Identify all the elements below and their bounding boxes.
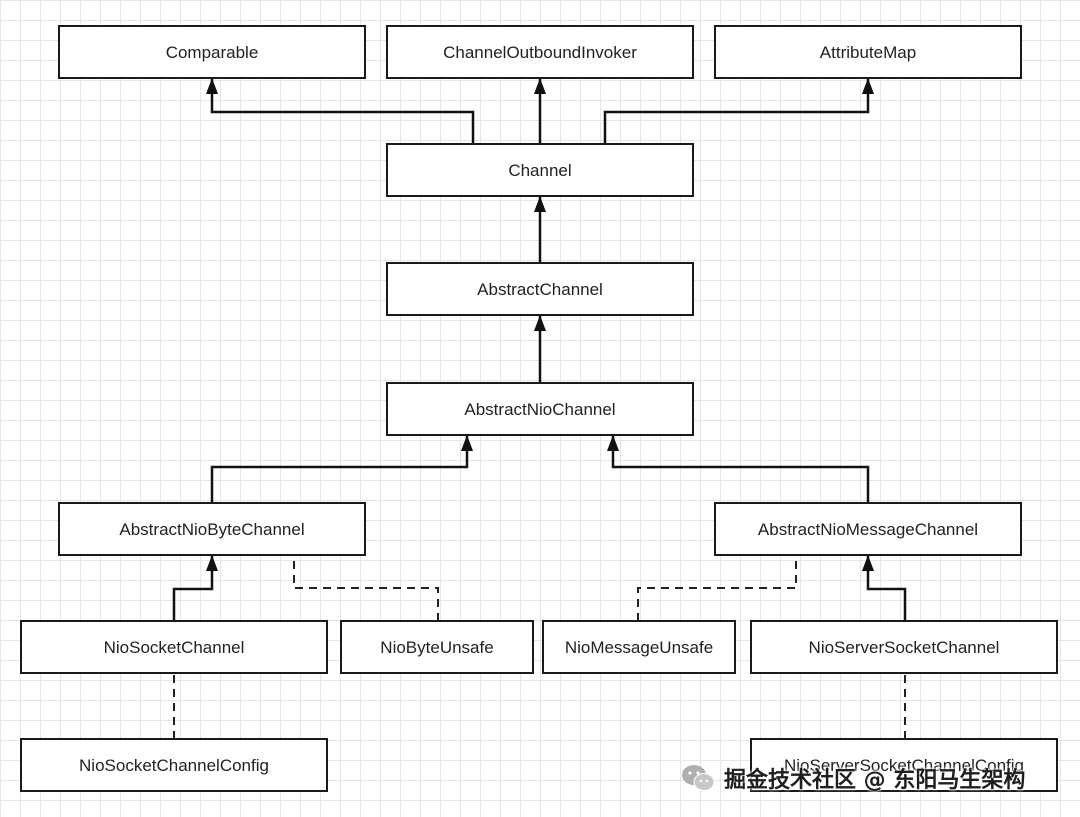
node-label: Comparable xyxy=(166,43,259,62)
node-abstract-nio-byte-channel: AbstractNioByteChannel xyxy=(58,502,366,556)
node-nio-message-unsafe: NioMessageUnsafe xyxy=(542,620,736,674)
arrowhead-abstract-nio-channel-to-abstract-channel xyxy=(534,315,546,331)
node-abstract-nio-channel: AbstractNioChannel xyxy=(386,382,694,436)
arrowhead-nio-server-socket-channel-to-abstract-nio-message-channel xyxy=(862,555,874,571)
node-label: Channel xyxy=(508,161,571,180)
watermark: 掘金技术社区 @ 东阳马生架构 xyxy=(680,756,1025,800)
edges-layer xyxy=(172,78,907,739)
node-box xyxy=(20,620,328,674)
node-label: NioServerSocketChannelConfig xyxy=(784,756,1024,775)
node-box xyxy=(386,382,694,436)
node-label: AbstractNioMessageChannel xyxy=(758,520,978,539)
node-label: AbstractNioChannel xyxy=(464,400,615,419)
node-abstract-channel: AbstractChannel xyxy=(386,262,694,316)
edge-abstract-nio-byte-channel-to-abstract-nio-channel xyxy=(210,435,469,503)
edge-nio-message-unsafe-to-abstract-nio-message-channel xyxy=(637,555,797,621)
node-label: AbstractChannel xyxy=(477,280,603,299)
node-comparable: Comparable xyxy=(58,25,366,79)
node-label: NioSocketChannel xyxy=(104,638,245,657)
node-box xyxy=(386,143,694,197)
edge-channel-to-comparable xyxy=(210,78,475,144)
node-channel-outbound-invoker: ChannelOutboundInvoker xyxy=(386,25,694,79)
arrowhead-channel-to-channel-outbound-invoker xyxy=(534,78,546,94)
node-box xyxy=(58,25,366,79)
node-box xyxy=(340,620,534,674)
node-nio-server-socket-channel-config: NioServerSocketChannelConfig xyxy=(750,738,1058,792)
edge-nio-byte-unsafe-to-abstract-nio-byte-channel xyxy=(293,555,439,621)
edge-nio-socket-channel-to-abstract-nio-byte-channel xyxy=(172,555,214,621)
watermark-text: 掘金技术社区 @ 东阳马生架构 xyxy=(724,768,1026,793)
node-label: AbstractNioByteChannel xyxy=(119,520,304,539)
node-box xyxy=(386,25,694,79)
node-box xyxy=(58,502,366,556)
node-box xyxy=(714,502,1022,556)
arrowhead-channel-to-attribute-map xyxy=(862,78,874,94)
arrowhead-channel-to-comparable xyxy=(206,78,218,94)
node-label: AttributeMap xyxy=(820,43,916,62)
arrowhead-abstract-channel-to-channel xyxy=(534,196,546,212)
arrowhead-abstract-nio-byte-channel-to-abstract-nio-channel xyxy=(461,435,473,451)
edge-channel-to-attribute-map xyxy=(603,78,870,144)
edge-nio-server-socket-channel-to-abstract-nio-message-channel xyxy=(866,555,907,621)
node-label: NioServerSocketChannel xyxy=(809,638,1000,657)
arrowhead-nio-socket-channel-to-abstract-nio-byte-channel xyxy=(206,555,218,571)
node-box xyxy=(386,262,694,316)
arrowhead-abstract-nio-message-channel-to-abstract-nio-channel xyxy=(607,435,619,451)
node-box xyxy=(20,738,328,792)
edge-abstract-nio-message-channel-to-abstract-nio-channel xyxy=(611,435,870,503)
node-label: NioSocketChannelConfig xyxy=(79,756,269,775)
node-box xyxy=(714,25,1022,79)
node-nio-server-socket-channel: NioServerSocketChannel xyxy=(750,620,1058,674)
node-label: NioMessageUnsafe xyxy=(565,638,713,657)
node-box xyxy=(750,620,1058,674)
node-box xyxy=(542,620,736,674)
node-abstract-nio-message-channel: AbstractNioMessageChannel xyxy=(714,502,1022,556)
node-nio-byte-unsafe: NioByteUnsafe xyxy=(340,620,534,674)
node-label: NioByteUnsafe xyxy=(380,638,493,657)
wechat-icon xyxy=(682,765,715,791)
nodes-layer: Comparable ChannelOutboundInvoker Attribut… xyxy=(20,25,1058,792)
node-box xyxy=(750,738,1058,792)
node-nio-socket-channel: NioSocketChannel xyxy=(20,620,328,674)
node-attribute-map: AttributeMap xyxy=(714,25,1022,79)
node-channel: Channel xyxy=(386,143,694,197)
node-label: ChannelOutboundInvoker xyxy=(443,43,637,62)
node-nio-socket-channel-config: NioSocketChannelConfig xyxy=(20,738,328,792)
